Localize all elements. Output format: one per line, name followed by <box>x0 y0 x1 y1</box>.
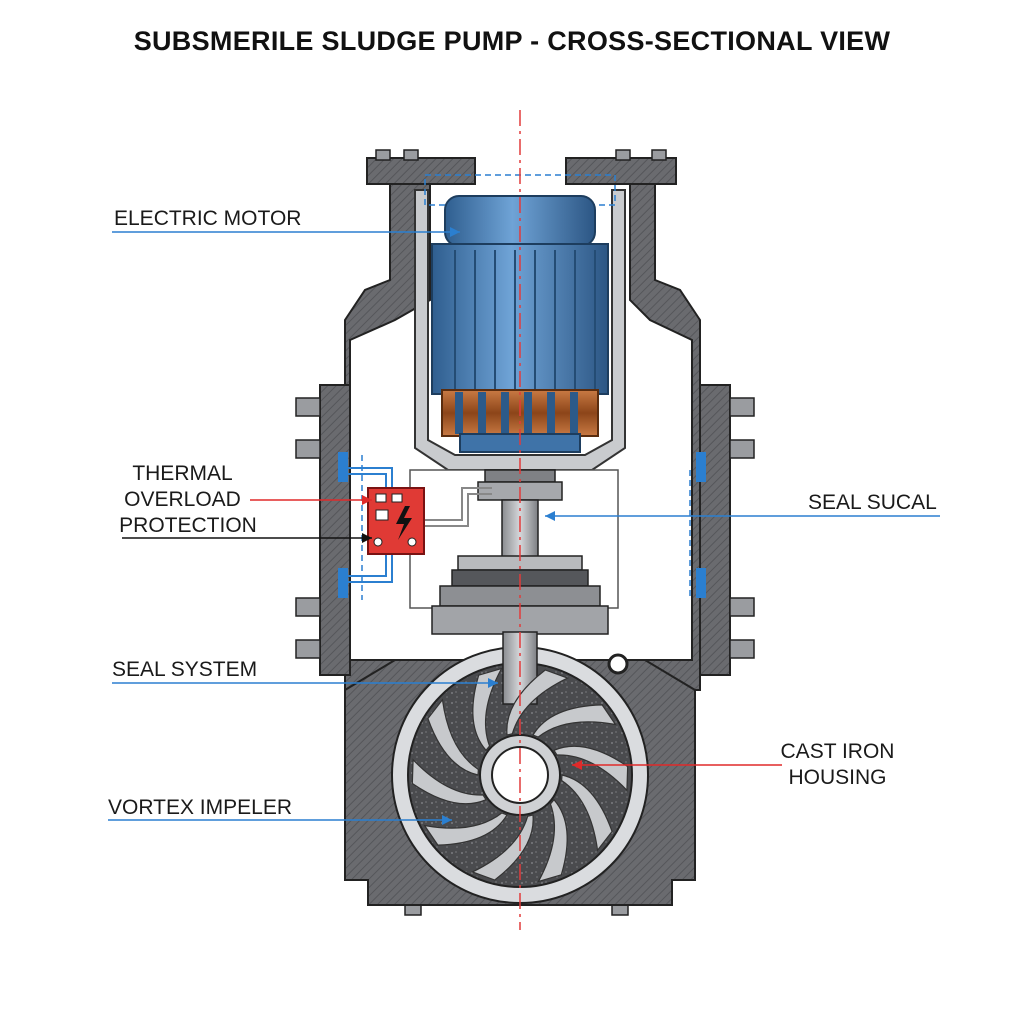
label-cast-iron-line2: HOUSING <box>788 766 887 789</box>
housing-wall-right <box>629 183 701 691</box>
bolt-icon <box>651 149 667 161</box>
impeller-vane <box>532 704 617 738</box>
bolt-icon <box>729 397 755 417</box>
bolt-icon <box>404 904 422 916</box>
top-flange-right <box>565 157 677 185</box>
impeller-vane <box>561 774 613 852</box>
impeller-vane <box>423 812 508 846</box>
motor-fins <box>454 250 596 390</box>
bolt-icon <box>611 904 629 916</box>
top-flange-left <box>366 157 476 185</box>
blue-clip-left-bottom <box>338 568 348 598</box>
sensor-wires <box>348 467 492 583</box>
label-thermal-line2: OVERLOAD <box>124 488 241 511</box>
side-lug-right <box>699 384 731 676</box>
bolt-icon <box>729 639 755 659</box>
blue-clip-right-bottom <box>696 568 706 598</box>
bolt-icon <box>615 149 631 161</box>
bolt-icon <box>729 597 755 617</box>
bolt-icon <box>375 149 391 161</box>
impeller-vane <box>470 814 534 881</box>
impeller-vane <box>537 798 568 883</box>
bolt-icon <box>295 639 321 659</box>
label-seal-sucal: SEAL SUCAL <box>808 491 937 514</box>
winding-slots <box>455 392 578 434</box>
side-lug-left <box>319 384 351 676</box>
label-seal-system: SEAL SYSTEM <box>112 658 258 681</box>
leader-lines <box>108 231 940 821</box>
blue-clip-right-top <box>696 452 706 482</box>
impeller-vane <box>427 698 479 776</box>
diagram-title: SUBSMERILE SLUDGE PUMP - CROSS-SECTIONAL… <box>133 26 891 56</box>
drain-port-icon <box>607 653 629 675</box>
bolt-icon <box>295 597 321 617</box>
impeller-vane <box>472 667 503 752</box>
label-thermal-line1: THERMAL <box>132 462 233 485</box>
blue-clip-left-top <box>338 452 348 482</box>
impeller-vane <box>553 745 629 792</box>
bolt-icon <box>295 397 321 417</box>
leader-arrowheads <box>362 227 582 825</box>
label-electric-motor: ELECTRIC MOTOR <box>114 207 302 230</box>
label-vortex-impeller: VORTEX IMPELER <box>108 796 292 819</box>
bolt-icon <box>295 439 321 459</box>
bolt-icon <box>403 149 419 161</box>
impeller-vane <box>411 758 487 805</box>
bolts <box>295 149 755 916</box>
impeller-eye <box>491 746 549 804</box>
bolt-icon <box>729 439 755 459</box>
vortex-impeller <box>411 667 629 883</box>
outer-housing <box>319 157 731 691</box>
label-cast-iron-line1: CAST IRON <box>780 740 895 763</box>
label-thermal-line3: PROTECTION <box>119 514 257 537</box>
thermal-overload-module <box>367 487 425 555</box>
lightning-icon <box>396 506 412 540</box>
impeller-vane <box>506 669 570 736</box>
